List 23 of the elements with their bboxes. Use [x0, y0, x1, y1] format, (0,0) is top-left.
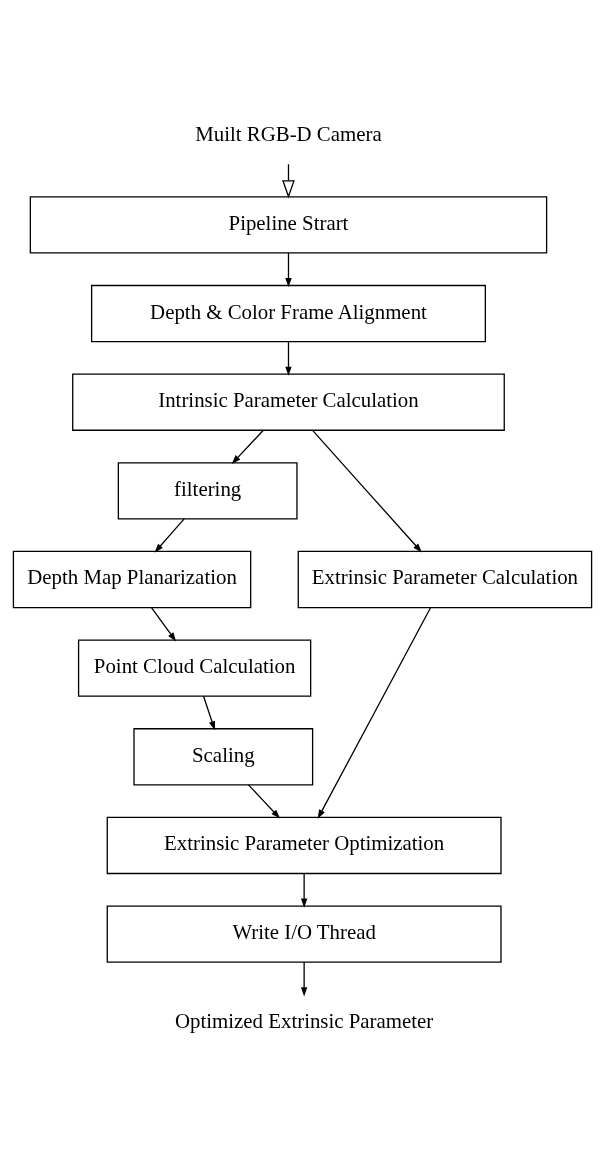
arrow	[247, 784, 281, 819]
arrow	[154, 518, 185, 553]
arrow	[285, 340, 292, 376]
node-box: Scaling	[133, 728, 314, 786]
arrow	[300, 872, 308, 908]
node-box: Extrinsic Parameter Calculation	[297, 550, 593, 609]
node-box: Extrinsic Parameter Optimization	[106, 816, 502, 875]
arrow	[317, 607, 432, 819]
arrow	[311, 429, 422, 553]
arrow	[231, 429, 264, 464]
node-text: Muilt RGB-D Camera	[195, 122, 382, 147]
node-box: Write I/O Thread	[106, 905, 502, 963]
arrow	[285, 252, 292, 288]
node-box: Depth & Color Frame Alignment	[90, 284, 486, 343]
node-box: Depth Map Planarization	[12, 550, 252, 609]
arrow	[202, 695, 216, 731]
node-box: Pipeline Strart	[29, 196, 548, 254]
node-box: Point Cloud Calculation	[77, 639, 312, 697]
node-text: Optimized Extrinsic Parameter	[175, 1008, 434, 1033]
node-box: filtering	[117, 462, 298, 520]
arrow	[150, 606, 177, 642]
arrow	[300, 961, 308, 997]
node-box: Intrinsic Parameter Calculation	[72, 373, 505, 431]
